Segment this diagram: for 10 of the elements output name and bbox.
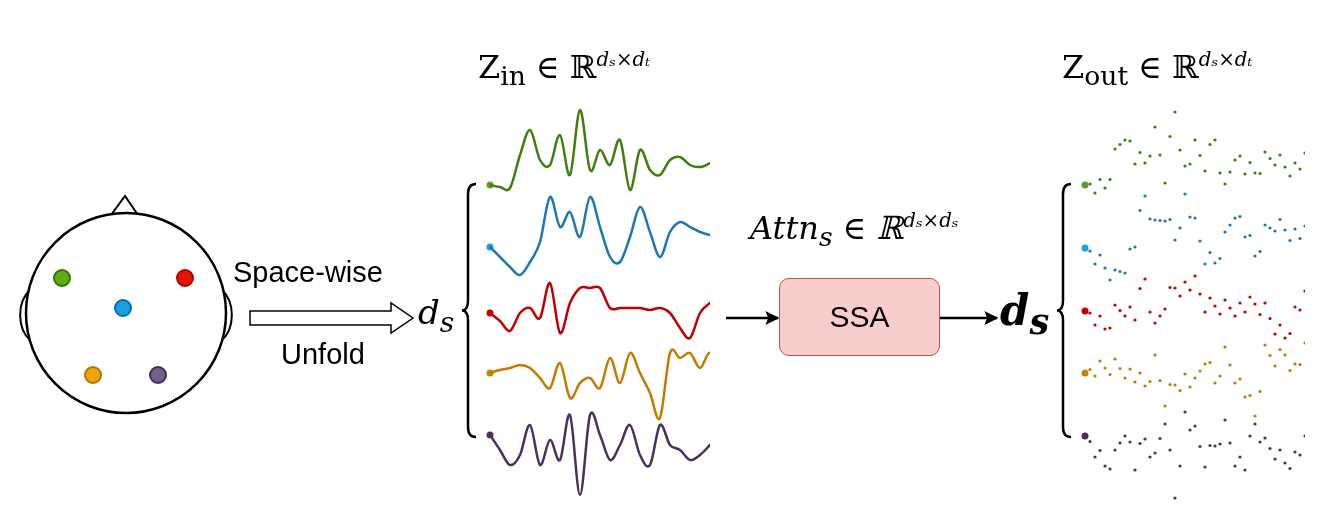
matrix-heading: Z$_{out}$ ∈ ℝ$^{dₛ×dₜ}$	[1062, 48, 1253, 92]
operation-label: Space-wise	[233, 256, 383, 289]
dimension-label: d$_{s}$	[1000, 286, 1050, 343]
operation-label: Unfold	[281, 338, 365, 371]
dimension-label: d$_{s}$	[418, 292, 455, 339]
process-label: SSA	[829, 300, 890, 334]
arrow	[940, 311, 999, 325]
arrow	[726, 311, 780, 325]
hollow-arrow	[249, 301, 415, 335]
matrix-heading: Z$_{in}$ ∈ ℝ$^{dₛ×dₜ}$	[478, 48, 651, 92]
